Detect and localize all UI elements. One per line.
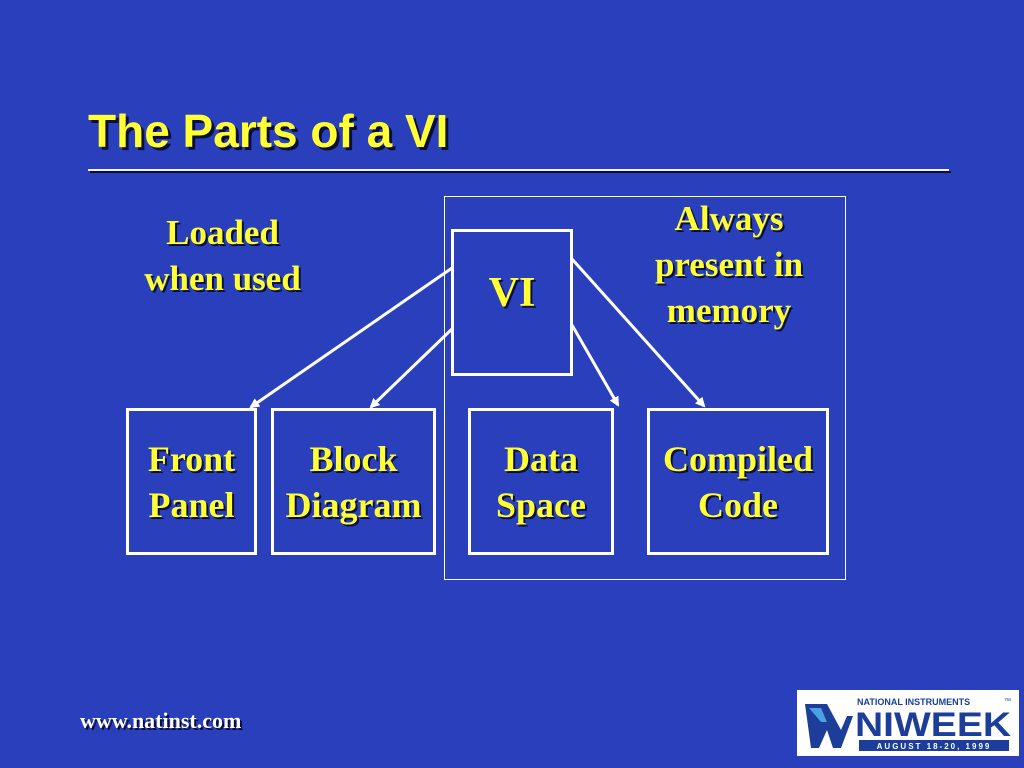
always-label-line-3: memory xyxy=(666,291,792,330)
title-underline xyxy=(88,169,949,171)
footer-url: www.natinst.com xyxy=(80,708,242,733)
front-panel-box: Front Panel xyxy=(126,408,257,555)
arrow-to-compiled-code xyxy=(570,257,706,408)
always-present-label: Always present in memory xyxy=(624,196,834,334)
front-panel-line-1: Front xyxy=(147,438,236,479)
memory-frame xyxy=(444,196,846,580)
front-panel-line-2: Panel xyxy=(148,484,235,525)
compiled-code-box: Compiled Code xyxy=(647,408,829,555)
always-label-line-2: present in xyxy=(654,245,804,284)
logo-brand-main: NIWEEK xyxy=(855,706,1012,744)
compiled-code-line-2: Code xyxy=(698,484,778,525)
vi-box-label: VI xyxy=(488,270,536,316)
loaded-when-used-label: Loaded when used xyxy=(120,210,325,302)
data-space-box: Data Space xyxy=(468,408,614,555)
block-diagram-box: Block Diagram xyxy=(271,408,436,555)
compiled-code-line-1: Compiled xyxy=(662,438,813,479)
data-space-line-1: Data xyxy=(504,438,578,479)
arrow-to-data-space xyxy=(570,324,620,407)
block-diagram-line-2: Diagram xyxy=(285,484,422,525)
loaded-label-line-2: when used xyxy=(144,259,301,298)
slide-title: The Parts of a VI xyxy=(88,105,449,157)
niweek-logo: NATIONAL INSTRUMENTS ™ NIWEEK AUGUST 18-… xyxy=(797,690,1019,756)
arrow-to-front-panel xyxy=(249,266,453,409)
always-label-line-1: Always xyxy=(674,199,784,238)
logo-dates: AUGUST 18-20, 1999 xyxy=(877,742,992,751)
loaded-label-line-1: Loaded xyxy=(166,213,279,252)
data-space-line-2: Space xyxy=(496,484,586,525)
logo-brand-top: NATIONAL INSTRUMENTS xyxy=(857,697,970,707)
logo-trademark: ™ xyxy=(1004,698,1011,705)
block-diagram-line-1: Block xyxy=(309,438,398,479)
arrow-to-block-diagram xyxy=(369,327,454,409)
vi-box: VI xyxy=(451,229,573,376)
